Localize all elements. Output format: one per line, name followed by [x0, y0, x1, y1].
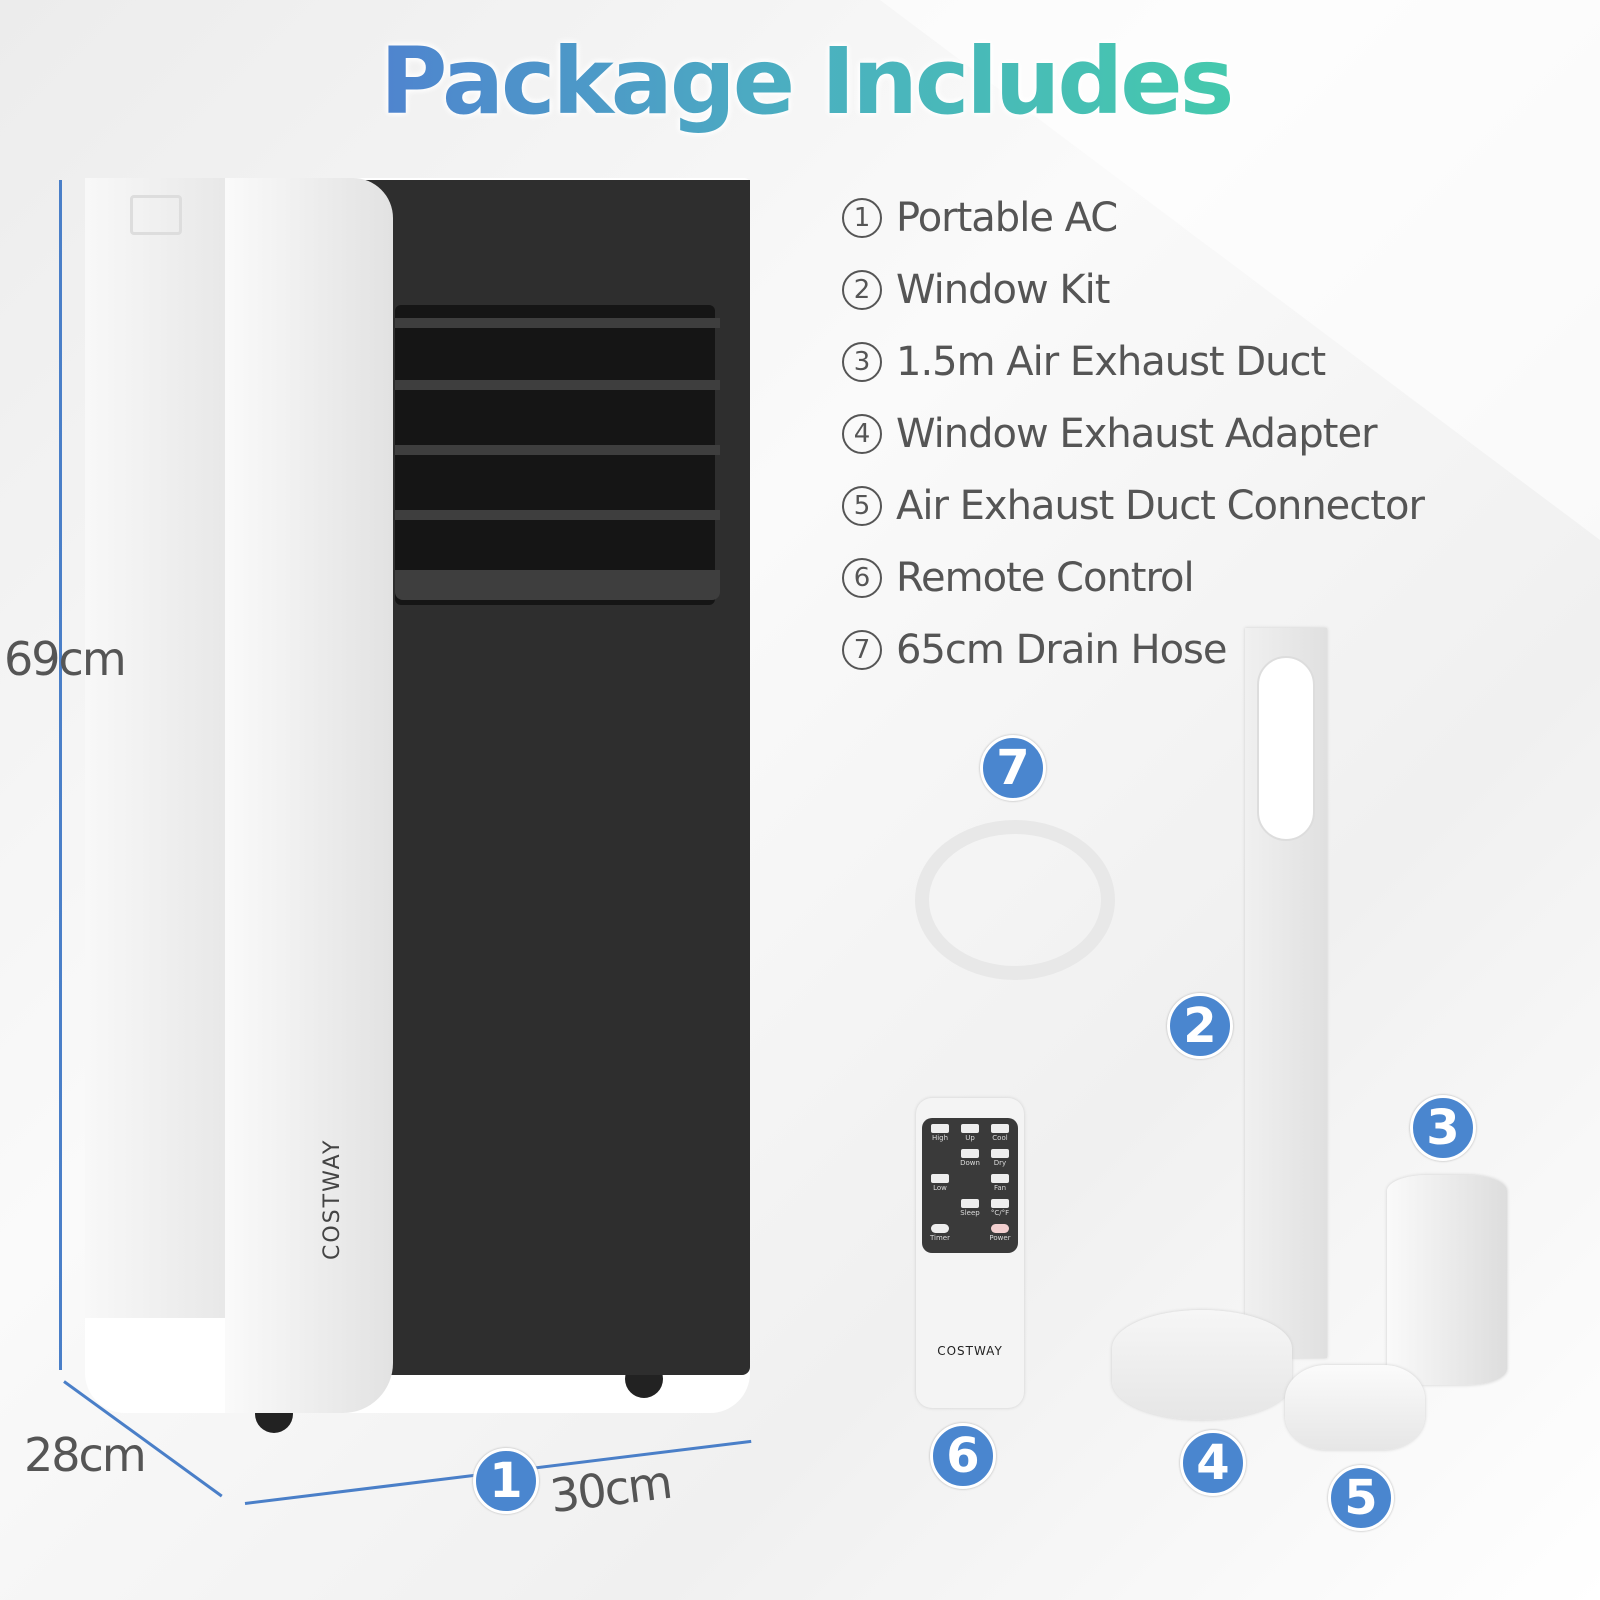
remote-button: Low — [926, 1174, 954, 1197]
remote-button: Power — [986, 1224, 1014, 1247]
remote-control-image: High Up Cool Down Dry Low Fan Sleep °C/°… — [916, 1098, 1024, 1408]
remote-brand-logo: COSTWAY — [937, 1344, 1003, 1358]
list-item: 4 Window Exhaust Adapter — [842, 398, 1424, 470]
height-label: 69cm — [4, 632, 127, 686]
badge-6: 6 — [930, 1423, 996, 1489]
list-item: 3 1.5m Air Exhaust Duct — [842, 326, 1424, 398]
ac-louver — [395, 445, 720, 455]
list-item: 5 Air Exhaust Duct Connector — [842, 470, 1425, 542]
badge-4: 4 — [1180, 1430, 1246, 1496]
item-label: 1.5m Air Exhaust Duct — [896, 339, 1326, 385]
window-kit-image — [1245, 628, 1327, 1358]
item-number: 2 — [842, 270, 882, 310]
badge-5: 5 — [1328, 1465, 1394, 1531]
list-item: 7 65cm Drain Hose — [842, 614, 1424, 686]
badge-3: 3 — [1410, 1095, 1476, 1161]
item-label: Portable AC — [896, 195, 1118, 241]
ac-brand-logo: COSTWAY — [320, 1138, 345, 1260]
duct-connector-image — [1285, 1365, 1425, 1450]
ac-louver — [395, 510, 720, 520]
item-number: 5 — [842, 486, 882, 526]
badge-7: 7 — [980, 735, 1046, 801]
list-item: 2 Window Kit — [842, 254, 1424, 326]
remote-button: Sleep — [956, 1199, 984, 1222]
height-dimension-line — [59, 180, 62, 1370]
window-kit-opening — [1257, 656, 1315, 841]
item-number: 3 — [842, 342, 882, 382]
item-label: 65cm Drain Hose — [896, 627, 1228, 673]
remote-spacer — [956, 1174, 984, 1197]
remote-button: Down — [956, 1149, 984, 1172]
drain-hose-image — [915, 820, 1115, 980]
ac-white-panel — [225, 178, 393, 1413]
ac-louver — [395, 570, 720, 600]
badge-1: 1 — [473, 1448, 539, 1514]
list-item: 6 Remote Control — [842, 542, 1424, 614]
remote-spacer — [926, 1149, 954, 1172]
item-label: Air Exhaust Duct Connector — [896, 483, 1425, 529]
remote-button: Timer — [926, 1224, 954, 1247]
ac-side-panel — [85, 178, 225, 1318]
depth-label: 28cm — [24, 1428, 147, 1482]
remote-spacer — [926, 1199, 954, 1222]
ac-handle — [130, 195, 182, 235]
remote-button: °C/°F — [986, 1199, 1014, 1222]
window-exhaust-adapter-image — [1112, 1310, 1292, 1420]
package-list: 1 Portable AC 2 Window Kit 3 1.5m Air Exhau… — [842, 182, 1425, 686]
badge-2: 2 — [1167, 993, 1233, 1059]
remote-button-pad: High Up Cool Down Dry Low Fan Sleep °C/°… — [922, 1118, 1018, 1253]
remote-button: Up — [956, 1124, 984, 1147]
ac-louver — [395, 318, 720, 328]
list-item: 1 Portable AC — [842, 182, 1424, 254]
item-number: 1 — [842, 198, 882, 238]
remote-button: Cool — [986, 1124, 1014, 1147]
item-label: Window Exhaust Adapter — [896, 411, 1378, 457]
remote-spacer — [956, 1224, 984, 1247]
item-number: 7 — [842, 630, 882, 670]
ac-air-grille — [395, 305, 715, 605]
item-number: 4 — [842, 414, 882, 454]
page-title: Package Includes — [380, 28, 1234, 135]
ac-louver — [395, 380, 720, 390]
remote-button: Fan — [986, 1174, 1014, 1197]
item-number: 6 — [842, 558, 882, 598]
item-label: Window Kit — [896, 267, 1110, 313]
item-label: Remote Control — [896, 555, 1195, 601]
remote-button: High — [926, 1124, 954, 1147]
exhaust-duct-image — [1387, 1175, 1507, 1385]
remote-button: Dry — [986, 1149, 1014, 1172]
